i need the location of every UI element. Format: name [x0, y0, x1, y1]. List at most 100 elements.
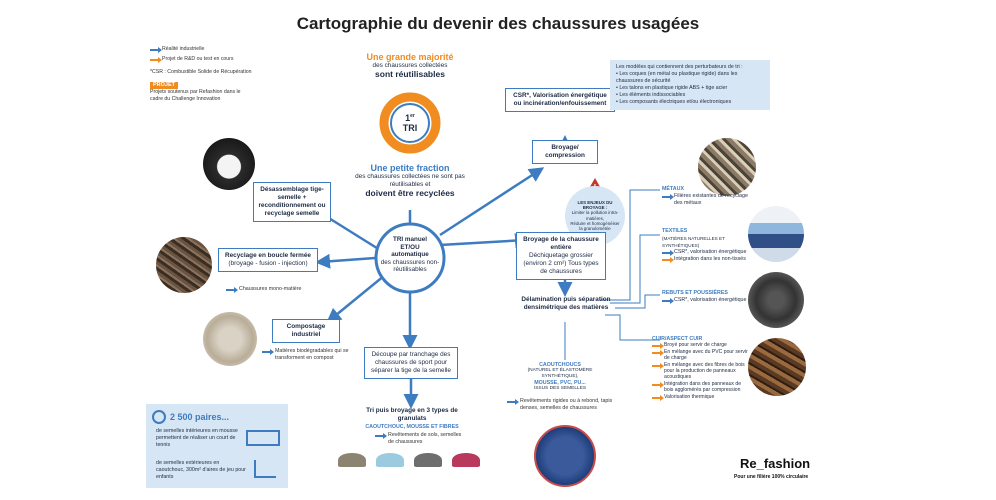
stats-line2: de semelles extérieures en caoutchouc, 3… — [156, 460, 246, 481]
recyclage-sub: (broyage - fusion - injection) — [223, 260, 313, 268]
textiles-title: TEXTILES — [662, 228, 752, 235]
fiber-granulate-icon — [414, 453, 442, 467]
hub-line1: TRI manuel — [378, 236, 442, 244]
rnd-arrow-icon — [652, 352, 661, 354]
textiles-block: TEXTILES (MATIÈRES NATURELLES ET SYNTHÉT… — [662, 228, 752, 263]
fraction-bold: doivent être recyclées — [348, 189, 472, 197]
fraction-title: Une petite fraction — [348, 163, 472, 173]
perturbateurs-title: Les modèles qui contiennent des perturba… — [616, 64, 764, 71]
shoe-icon — [152, 410, 166, 424]
cuir-item: Intégration dans des panneaux de bois ag… — [664, 381, 748, 394]
desassemblage-box: Désassemblage tige-semelle + recondition… — [253, 182, 331, 222]
caoutchoucs-sub: (NATUREL ET ÉLASTOMÈRE SYNTHÉTIQUE), — [510, 368, 610, 380]
rebuts-title: REBUTS ET POUSSIÈRES — [662, 290, 752, 297]
csr-box: CSR*, Valorisation énergétique ou inciné… — [505, 88, 615, 112]
compostage-note-text: Matières biodégradables qui se transform… — [275, 348, 362, 362]
fraction-sub: des chaussures collectées ne sont pas ré… — [348, 173, 472, 189]
brand-tagline: Pour une filière 100% circulaire — [734, 474, 808, 480]
perturbateur-text: Les talons en plastique rigide ABS + tig… — [619, 85, 727, 91]
hub-line2: ET/OU — [378, 244, 442, 252]
rebuts-item: CSR*, valorisation énergétique — [674, 297, 746, 304]
decoupe-box: Découpe par tranchage des chaussures de … — [364, 347, 458, 379]
rnd-arrow-icon — [662, 259, 671, 261]
brand-logo: Re_fashion — [740, 456, 810, 471]
industrial-arrow-icon — [507, 401, 516, 403]
industrial-arrow-icon — [262, 351, 271, 353]
metaux-item: Filières existantes de recyclage des mét… — [674, 193, 752, 207]
revetements-note: Revêtements de sols, semelles de chaussu… — [375, 432, 465, 446]
foam-granulate-icon — [376, 453, 404, 467]
tri-puis-block: Tri puis broyage en 3 types de granulats… — [358, 407, 466, 431]
tennis-court-icon — [246, 430, 280, 446]
cuir-block: CUIR/ASPECT CUIR Broyé pour servir de ch… — [652, 336, 748, 400]
stats-number: 2 500 paires... — [170, 412, 229, 422]
compostage-box: Compostage industriel — [272, 319, 340, 343]
mixed-granulate-icon — [452, 453, 480, 467]
textiles-item: Intégration dans les non-tissés — [674, 256, 746, 263]
enjeux-2: Réduire et homogénéiser la granulométrie — [570, 221, 620, 231]
sports-floor-photo — [534, 425, 596, 487]
perturbateur-text: Les éléments indissociables — [619, 92, 685, 98]
industrial-arrow-icon — [375, 435, 384, 437]
stats-line1: de semelles intérieures en mousse permet… — [156, 428, 238, 449]
tri-hub: TRI manuel ET/OU automatique des chaussu… — [378, 236, 442, 274]
perturbateur-item: • Les composants électriques et/ou élect… — [616, 99, 764, 106]
dust-photo — [748, 272, 804, 328]
industrial-arrow-icon — [662, 196, 671, 198]
fraction-block: Une petite fraction des chaussures colle… — [348, 163, 472, 197]
recyclage-note: Chaussures mono-matière — [226, 286, 301, 293]
csr-title: CSR*, Valorisation énergétique ou inciné… — [513, 92, 607, 107]
perturbateur-item: • Les coques (en métal ou plastique rigi… — [616, 71, 764, 85]
perturbateurs-box: Les modèles qui contiennent des perturba… — [610, 60, 770, 110]
rnd-arrow-icon — [652, 345, 661, 347]
sneaker-photo — [203, 138, 255, 190]
revetements-text: Revêtements de sols, semelles de chaussu… — [388, 432, 465, 446]
rnd-arrow-icon — [652, 397, 661, 399]
majority-bold: sont réutilisables — [350, 70, 470, 78]
tri-puis: Tri puis broyage en 3 types de granulats — [358, 407, 466, 423]
playground-icon — [254, 460, 276, 478]
granulates-photos — [338, 453, 488, 469]
enjeux-1: Limiter la pollution intra-matières, — [570, 210, 620, 220]
recyclage-box: Recyclage en boucle fermée (broyage - fu… — [218, 248, 318, 272]
broyage-title: Broyage de la chaussure entière — [521, 236, 601, 252]
mousse-sub: ISSUS DES SEMELLES — [510, 386, 610, 392]
stats-box: 2 500 paires... de semelles intérieures … — [146, 404, 288, 488]
cuir-item: Valorisation thermique — [664, 394, 714, 400]
rnd-arrow-icon — [652, 384, 661, 386]
industrial-arrow-icon — [662, 252, 671, 254]
perturbateur-text: Les coques (en métal ou plastique rigide… — [616, 71, 737, 84]
granulats: CAOUTCHOUC, MOUSSE ET FIBRES — [358, 423, 466, 431]
metaux-block: MÉTAUX Filières existantes de recyclage … — [662, 186, 752, 207]
leather-photo — [748, 338, 806, 396]
perturbateur-item: • Les talons en plastique rigide ABS + t… — [616, 85, 764, 92]
cuir-item: En mélange avec des fibres de bois pour … — [664, 362, 748, 381]
compostage-note: Matières biodégradables qui se transform… — [262, 348, 362, 362]
broyage-sub: Déchiquetage grossier (environ 2 cm²) To… — [521, 252, 601, 276]
recycled-shoes-photo — [156, 237, 212, 293]
delamination: Délamination puis séparation densimétriq… — [514, 296, 618, 312]
caoutchoucs-note-text: Revêtements rigides ou à rebond, tapis d… — [520, 398, 617, 412]
cuir-item: En mélange avec du PVC pour servir de ch… — [664, 349, 748, 362]
textiles-item: CSR*, valorisation énergétique — [674, 249, 746, 256]
textiles-sub: (MATIÈRES NATURELLES ET SYNTHÉTIQUES) — [662, 235, 752, 249]
compost-photo — [203, 312, 257, 366]
industrial-arrow-icon — [662, 300, 671, 302]
majority-block: Une grande majorité des chaussures colle… — [350, 52, 470, 78]
broyage-compression-box: Broyage/ compression — [532, 140, 598, 164]
tri-badge: 1er TRI — [390, 111, 430, 133]
perturbateur-item: • Les éléments indissociables — [616, 92, 764, 99]
tri-label: TRI — [403, 123, 418, 133]
enjeux-title: LES ENJEUX DU BROYAGE : — [570, 200, 620, 210]
recyclage-note-text: Chaussures mono-matière — [239, 286, 301, 293]
majority-title: Une grande majorité — [350, 52, 470, 62]
caoutchoucs-note: Revêtements rigides ou à rebond, tapis d… — [507, 398, 617, 412]
hub-line3: automatique — [378, 251, 442, 259]
rebuts-block: REBUTS ET POUSSIÈRES CSR*, valorisation … — [662, 290, 752, 304]
tri-sup: er — [410, 113, 415, 119]
industrial-arrow-icon — [226, 289, 235, 291]
metaux-title: MÉTAUX — [662, 186, 752, 193]
perturbateur-text: Les composants électriques et/ou électro… — [619, 99, 731, 105]
rnd-arrow-icon — [652, 365, 661, 367]
hub-line4: des chaussures non-réutilisables — [378, 259, 442, 274]
